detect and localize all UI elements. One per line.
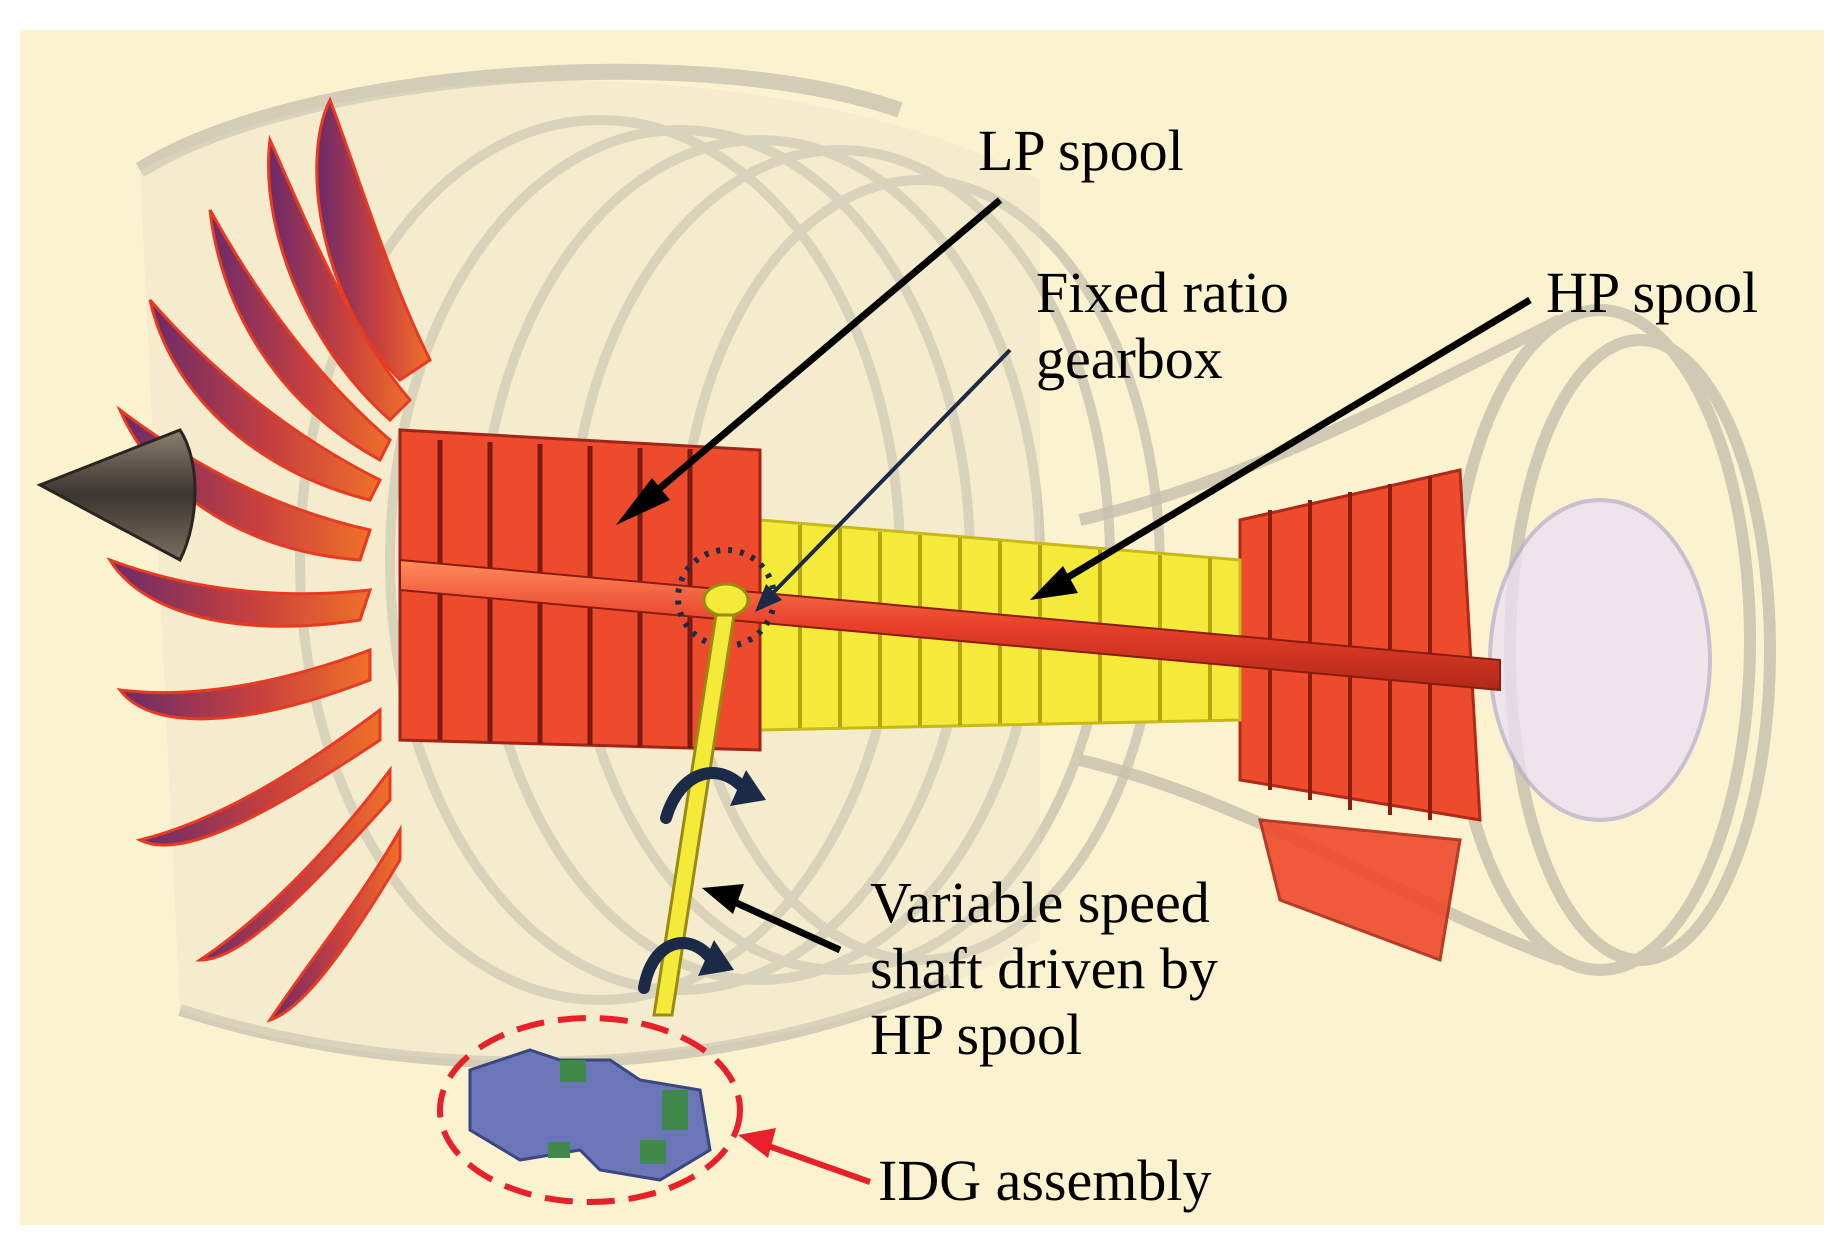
drive-shaft — [652, 613, 736, 1017]
label-hp-spool: HP spool — [1546, 260, 1759, 325]
idg-highlight-circle — [437, 1015, 743, 1205]
idg-leader — [738, 1128, 872, 1185]
spinner-cone — [36, 428, 197, 563]
gearbox-leader — [755, 348, 1012, 612]
gearbox-body — [702, 582, 750, 618]
lp-turbine — [1238, 468, 1482, 963]
label-variable-speed-shaft: Variable speed shaft driven by HP spool — [870, 870, 1218, 1067]
exhaust-nozzle — [1488, 498, 1712, 822]
fan-blades — [106, 96, 432, 1023]
label-lp-spool: LP spool — [978, 118, 1184, 183]
idg-assembly — [468, 1048, 712, 1182]
lp-shaft — [399, 558, 1501, 692]
label-fixed-ratio-gearbox: Fixed ratio gearbox — [1036, 260, 1289, 391]
label-idg-assembly: IDG assembly — [878, 1148, 1212, 1213]
leader-lines — [616, 197, 1532, 954]
rotation-arrow-lower — [638, 937, 734, 994]
rotation-arrow-upper — [660, 767, 766, 824]
